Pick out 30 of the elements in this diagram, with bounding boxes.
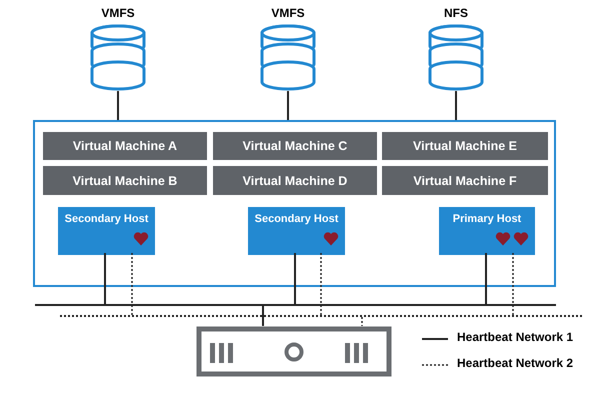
datastore-label: NFS [443,6,469,20]
virtual-machine-box: Virtual Machine D [213,166,377,195]
host-label: Primary Host [452,213,522,225]
connector-line [320,253,322,315]
connector-line [104,253,106,304]
host-label: Secondary Host [64,213,150,225]
host-box [248,207,345,255]
connector-line [294,253,296,304]
host-label: Secondary Host [254,213,340,225]
host-box [439,207,535,255]
virtual-machine-box: Virtual Machine E [382,132,548,160]
legend-label: Heartbeat Network 2 [457,356,574,370]
server-drawing [196,326,392,377]
virtual-machine-box: Virtual Machine A [43,132,207,160]
datastore-label: VMFS [100,6,136,20]
cluster-frame [33,120,556,287]
connector-line [262,306,264,326]
connector-line [485,253,487,304]
virtual-machine-box: Virtual Machine C [213,132,377,160]
connector-line [117,91,119,120]
connector-line [361,317,363,326]
legend-label: Heartbeat Network 1 [457,330,574,344]
host-box [58,207,155,255]
virtual-machine-box: Virtual Machine B [43,166,207,195]
datastore-label: VMFS [270,6,306,20]
connector-line [455,91,457,120]
connector-line [287,91,289,120]
virtual-machine-box: Virtual Machine F [382,166,548,195]
connector-line [131,253,133,315]
connector-line [512,253,514,315]
